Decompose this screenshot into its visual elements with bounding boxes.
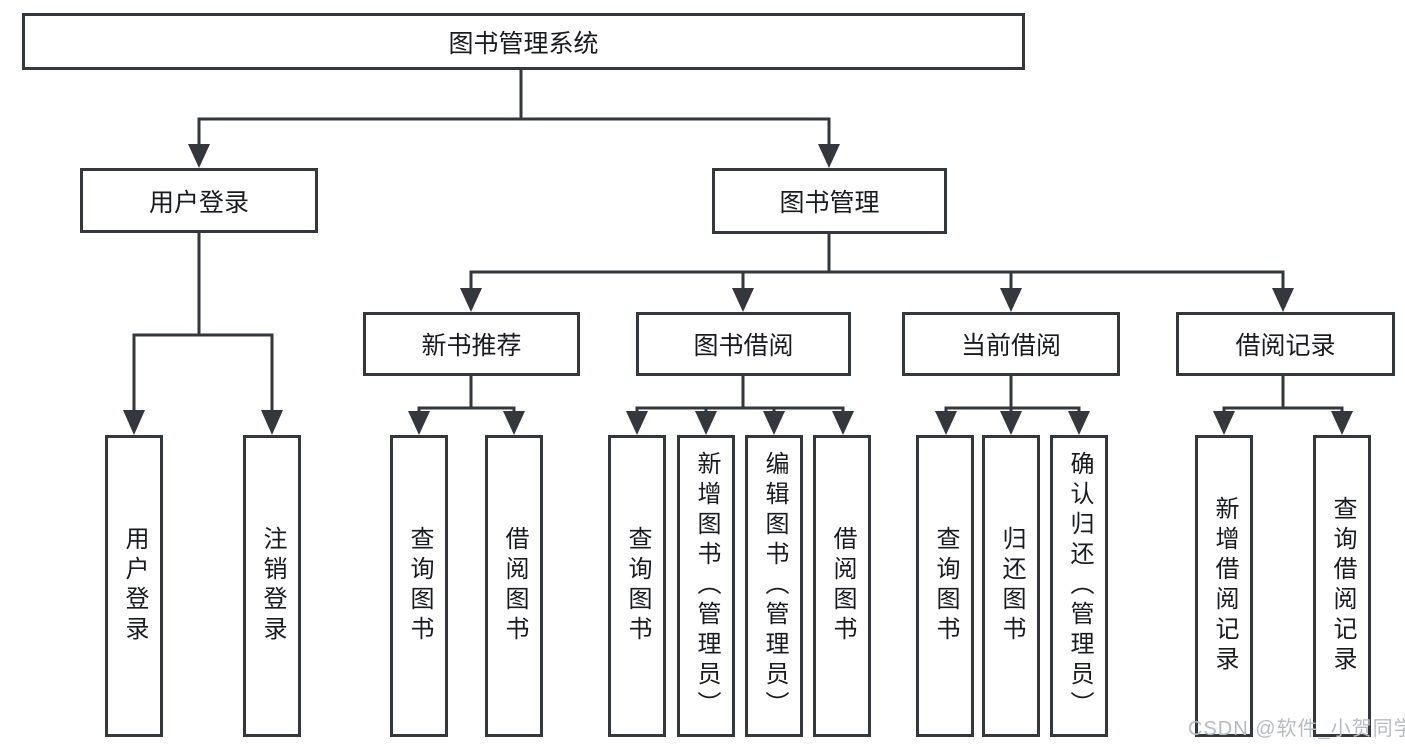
- node-borrow-records: 借阅记录: [1176, 312, 1395, 376]
- node-new-book-recommend: 新书推荐: [363, 312, 580, 376]
- leaf-logout-login: 注销登录: [243, 435, 301, 737]
- node-book-management: 图书管理: [712, 168, 947, 234]
- node-current-borrow: 当前借阅: [902, 312, 1120, 376]
- leaf-edit-books-admin: 编辑图书（管理员）: [745, 435, 803, 737]
- leaf-user-login: 用户登录: [105, 435, 163, 737]
- node-library-management-system: 图书管理系统: [22, 13, 1025, 70]
- leaf-add-books-admin: 新增图书（管理员）: [677, 435, 735, 737]
- leaf-borrow-books-recommend: 借阅图书: [485, 435, 543, 737]
- leaf-return-books: 归还图书: [982, 435, 1040, 737]
- leaf-add-borrow-record: 新增借阅记录: [1195, 435, 1253, 737]
- csdn-watermark: CSDN @软件_小贺同学: [1188, 718, 1405, 740]
- leaf-confirm-return-admin: 确认归还（管理员）: [1050, 435, 1108, 737]
- node-user-login: 用户登录: [80, 168, 318, 233]
- leaf-query-books-borrow: 查询图书: [608, 435, 666, 737]
- leaf-borrow-books: 借阅图书: [813, 435, 871, 737]
- node-book-borrow: 图书借阅: [636, 312, 851, 376]
- leaf-query-books-current: 查询图书: [916, 435, 974, 737]
- leaf-query-borrow-record: 查询借阅记录: [1313, 435, 1371, 737]
- leaf-query-books-recommend: 查询图书: [390, 435, 448, 737]
